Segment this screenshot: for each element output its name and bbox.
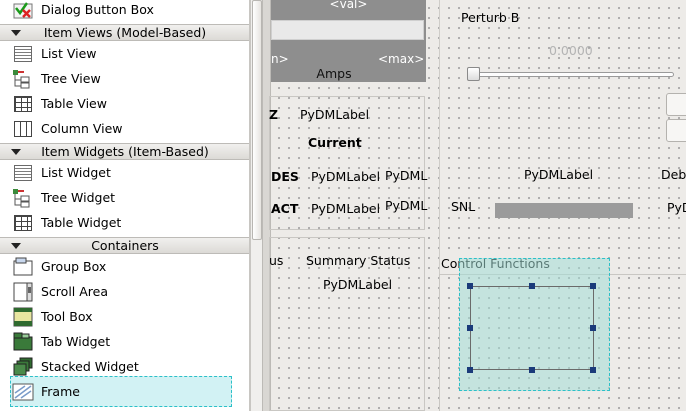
table-icon <box>12 213 34 233</box>
category-containers[interactable]: Containers <box>0 237 249 254</box>
perturb-value: 0.0000 <box>549 43 593 58</box>
table-icon <box>12 94 34 114</box>
widget-item-label: List View <box>41 46 97 61</box>
group-box-icon <box>12 257 34 277</box>
chevron-down-icon <box>11 29 21 36</box>
list-icon <box>12 163 34 183</box>
slider-panel: <val> n> Amps <max> <box>271 0 426 82</box>
widget-item-label: Stacked Widget <box>41 359 139 374</box>
widget-item-label: Tool Box <box>41 309 93 324</box>
widget-item-table-widget[interactable]: Table Widget <box>0 210 249 235</box>
widget-item-list-view[interactable]: List View <box>0 41 249 66</box>
stacked-widget-icon <box>12 357 34 377</box>
frame-icon <box>12 382 34 402</box>
tree-icon <box>12 188 34 208</box>
chevron-down-icon <box>11 148 21 155</box>
current-heading: Current <box>308 135 362 150</box>
des-pydm-label: PyDMLabel <box>311 169 381 184</box>
widget-item-stacked-widget[interactable]: Stacked Widget <box>0 354 249 379</box>
widget-item-label: Tab Widget <box>41 334 111 349</box>
widget-item-dialog-button-box[interactable]: Dialog Button Box <box>0 0 249 22</box>
widget-item-list-widget[interactable]: List Widget <box>0 160 249 185</box>
resize-handle-top-right[interactable] <box>590 283 596 289</box>
resize-handle-top-left[interactable] <box>467 283 473 289</box>
tool-box-icon <box>12 307 34 327</box>
chevron-down-icon <box>11 242 21 249</box>
widget-item-label: List Widget <box>41 165 111 180</box>
perturb-title: Perturb B <box>461 10 520 25</box>
category-label: Item Widgets (Item-Based) <box>41 144 209 159</box>
widget-item-column-view[interactable]: Column View <box>0 116 249 141</box>
widget-item-tool-box[interactable]: Tool Box <box>0 304 249 329</box>
category-item-widgets[interactable]: Item Widgets (Item-Based) <box>0 143 249 160</box>
resize-handle-left[interactable] <box>467 325 473 331</box>
act-pydm-label: PyDMLabel <box>311 201 381 216</box>
widget-item-label: Scroll Area <box>41 284 109 299</box>
column-divider <box>439 0 440 411</box>
perturb-slider-handle[interactable] <box>467 67 480 81</box>
widget-box-scrollbar[interactable] <box>250 0 262 411</box>
widget-item-label: Group Box <box>41 259 107 274</box>
act-label: ACT <box>271 201 299 216</box>
des-label: DES <box>271 169 299 184</box>
snl-status-bar <box>495 203 633 218</box>
summary-left-text: us <box>269 253 284 268</box>
resize-handle-bottom-left[interactable] <box>467 367 473 373</box>
check-cross-icon <box>12 0 34 20</box>
tool-button[interactable] <box>666 93 686 116</box>
z-label: Z <box>269 107 279 122</box>
widget-item-label: Tree View <box>41 71 101 86</box>
deb-label: Deb <box>661 167 686 182</box>
category-item-views[interactable]: Item Views (Model-Based) <box>0 24 249 41</box>
des-pydm-label-extra: PyDML <box>385 168 428 183</box>
resize-handle-bottom[interactable] <box>529 367 535 373</box>
perturb-slider[interactable] <box>468 72 674 77</box>
widget-item-label: Table View <box>41 96 107 111</box>
widget-item-label: Column View <box>41 121 123 136</box>
scrollbar-thumb[interactable] <box>252 0 262 240</box>
scroll-area-icon <box>12 282 34 302</box>
widget-item-table-view[interactable]: Table View <box>0 91 249 116</box>
list-icon <box>12 44 34 64</box>
pyd-label: PyD <box>667 200 686 215</box>
status-frame <box>269 96 425 230</box>
slider-units-label: Amps <box>316 66 352 81</box>
columns-icon <box>12 119 34 139</box>
pydm-label: PyDMLabel <box>300 107 370 122</box>
slider-min-label: n> <box>271 52 289 66</box>
widget-item-label: Dialog Button Box <box>41 2 154 17</box>
tool-button[interactable] <box>666 119 686 142</box>
widget-item-label: Frame <box>41 384 80 399</box>
snl-label: SNL <box>451 199 476 214</box>
slider-track[interactable] <box>271 20 424 40</box>
widget-item-scroll-area[interactable]: Scroll Area <box>0 279 249 304</box>
resize-handle-bottom-right[interactable] <box>590 367 596 373</box>
tree-icon <box>12 69 34 89</box>
category-label: Containers <box>91 238 159 253</box>
tab-widget-icon <box>12 332 34 352</box>
snl-pydm-label: PyDMLabel <box>524 167 594 182</box>
resize-handle-top[interactable] <box>529 283 535 289</box>
widget-box-panel: Dialog Button Box Item Views (Model-Base… <box>0 0 250 411</box>
resize-handle-right[interactable] <box>590 325 596 331</box>
widget-item-group-box[interactable]: Group Box <box>0 254 249 279</box>
widget-item-tree-view[interactable]: Tree View <box>0 66 249 91</box>
widget-item-label: Tree Widget <box>41 190 116 205</box>
splitter-handle[interactable] <box>262 0 271 411</box>
summary-pydm-label: PyDMLabel <box>323 277 393 292</box>
slider-value-label: <val> <box>329 0 368 11</box>
widget-item-tree-widget[interactable]: Tree Widget <box>0 185 249 210</box>
frame-outline <box>470 286 594 370</box>
widget-item-frame[interactable]: Frame <box>10 376 232 407</box>
widget-item-tab-widget[interactable]: Tab Widget <box>0 329 249 354</box>
widget-item-label: Table Widget <box>41 215 122 230</box>
summary-status-title: Summary Status <box>306 253 411 268</box>
category-label: Item Views (Model-Based) <box>43 25 207 40</box>
slider-max-label: <max> <box>378 52 425 66</box>
act-pydm-label-extra: PyDML <box>385 198 428 213</box>
